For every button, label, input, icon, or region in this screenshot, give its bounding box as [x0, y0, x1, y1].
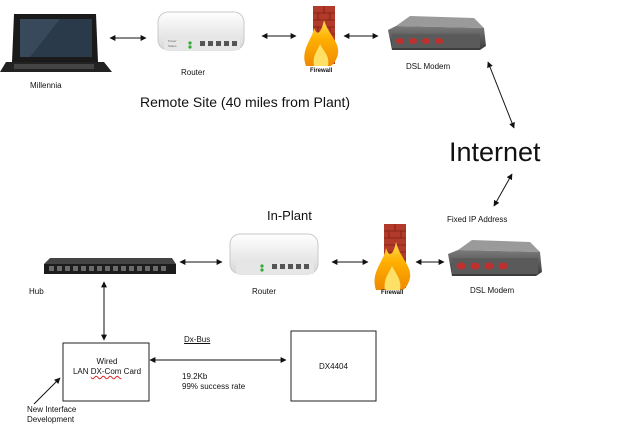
- dsl-modem-icon: [448, 240, 542, 276]
- internet-heading: Internet: [449, 137, 541, 167]
- lan-card-text: Wired LAN DX-Com Card: [64, 357, 150, 377]
- new-interface-label: New Interface: [27, 405, 77, 414]
- connection-arrows: [33, 33, 515, 405]
- fixed-ip-label: Fixed IP Address: [447, 215, 508, 224]
- in-plant-heading: In-Plant: [267, 208, 312, 223]
- firewall-label: Firewall: [310, 68, 333, 74]
- router-panel-label: Status: [168, 44, 177, 48]
- router-icon: Power Status: [157, 11, 245, 51]
- lan-card-line2: LAN DX-Com Card: [72, 367, 142, 376]
- remote-site-heading: Remote Site (40 miles from Plant): [140, 94, 351, 110]
- dx4404-label: DX4404: [319, 362, 348, 371]
- millennia-label: Millennia: [30, 81, 62, 90]
- router-panel-label: Power: [168, 39, 177, 43]
- dsl-modem-label: DSL Modem: [406, 62, 451, 71]
- firewall-icon: [374, 224, 411, 290]
- firewall-label: Firewall: [381, 290, 404, 296]
- router-label: Router: [181, 68, 206, 77]
- development-label: Development: [27, 415, 75, 424]
- hub-icon: [44, 258, 176, 274]
- dx-bus-label: Dx-Bus: [184, 335, 211, 344]
- router-label: Router: [252, 287, 277, 296]
- dx4404-box: [290, 330, 377, 402]
- lan-card-box: [62, 342, 150, 402]
- dsl-modem-icon: [388, 16, 486, 50]
- lan-card-line1: Wired: [96, 357, 118, 366]
- bus-success-label: 99% success rate: [182, 382, 246, 391]
- dsl-modem-label: DSL Modem: [470, 286, 515, 295]
- firewall-icon: [304, 6, 339, 66]
- hub-label: Hub: [29, 287, 44, 296]
- laptop-icon: [0, 14, 112, 72]
- router-icon: [229, 233, 319, 275]
- bus-speed-label: 19.2Kb: [182, 372, 208, 381]
